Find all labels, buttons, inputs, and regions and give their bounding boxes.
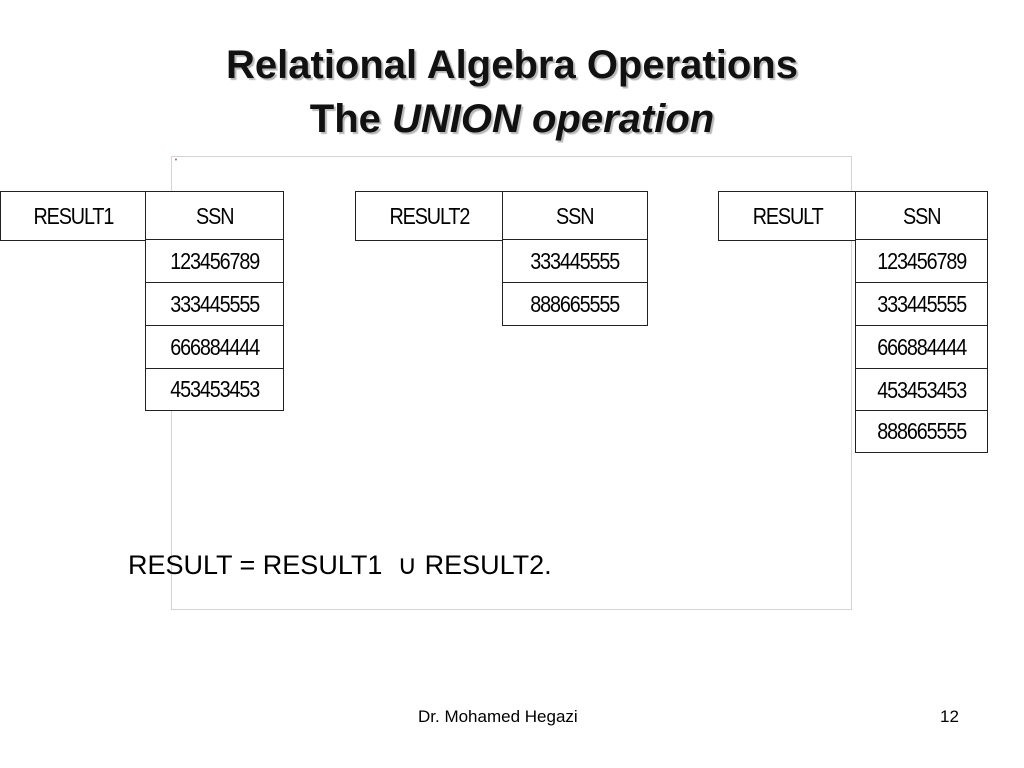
slide-title-text: Relational Algebra Operations: [226, 43, 798, 87]
table-row: 333445555: [855, 282, 988, 327]
table-cell: 333445555: [530, 248, 621, 274]
column-header: SSN: [195, 202, 234, 229]
table-row: 888665555: [502, 282, 648, 326]
page-number: 12: [940, 707, 959, 726]
table-name: RESULT2: [389, 202, 471, 229]
table-name-cell: RESULT: [718, 191, 857, 241]
column-header: SSN: [902, 202, 941, 229]
slide-title: Relational Algebra Operations: [0, 42, 1024, 88]
column-header-cell: SSN: [502, 191, 648, 241]
table-row: 453453453: [145, 368, 284, 411]
column-header: SSN: [556, 202, 594, 229]
table-row: 333445555: [145, 282, 284, 327]
table-cell: 453453453: [170, 376, 260, 402]
figure-marker-icon: ▼: [174, 157, 178, 162]
table-name-cell: RESULT2: [355, 191, 504, 241]
slide-subtitle-prefix: The: [309, 97, 392, 141]
table-cell: 453453453: [877, 376, 967, 403]
table-row: 666884444: [855, 325, 988, 370]
table-name: RESULT: [752, 202, 824, 229]
table-cell: 123456789: [170, 248, 260, 274]
union-formula: RESULT = RESULT1 ∪ RESULT2.: [128, 550, 552, 580]
table-cell: 888665555: [877, 418, 967, 444]
table-cell: 333445555: [170, 291, 260, 317]
table-name: RESULT1: [33, 202, 115, 229]
slide-subtitle: The UNION operation: [0, 96, 1024, 142]
table-cell: 666884444: [877, 334, 967, 360]
slide-subtitle-italic: UNION operation: [392, 97, 715, 141]
table-cell: 123456789: [877, 248, 967, 274]
table-name-cell: RESULT1: [0, 191, 147, 241]
column-header-cell: SSN: [145, 191, 284, 241]
table-row: 888665555: [855, 410, 988, 453]
footer-author: Dr. Mohamed Hegazi: [418, 707, 578, 726]
table-row: 333445555: [502, 239, 648, 284]
column-header-cell: SSN: [855, 191, 988, 241]
table-cell: 333445555: [877, 291, 967, 317]
table-cell: 888665555: [530, 290, 621, 317]
table-row: 123456789: [145, 239, 284, 284]
table-row: 123456789: [855, 239, 988, 284]
table-cell: 666884444: [170, 334, 260, 360]
table-row: 453453453: [855, 368, 988, 412]
table-row: 666884444: [145, 325, 284, 370]
